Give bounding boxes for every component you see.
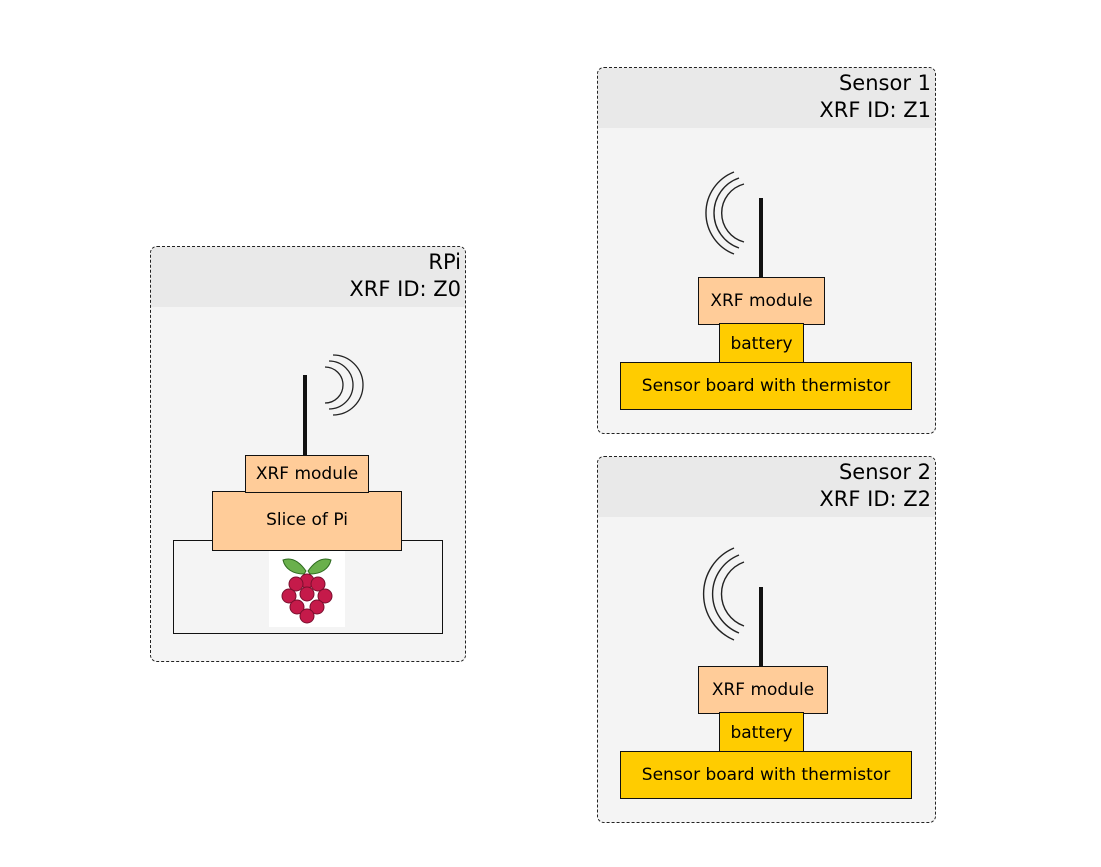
rpi-xrf-module: XRF module bbox=[245, 455, 369, 493]
rpi-group-header: RPi XRF ID: Z0 bbox=[151, 247, 465, 307]
rpi-title: RPi bbox=[428, 250, 461, 274]
sensor2-xrf-module: XRF module bbox=[698, 666, 828, 714]
sensor1-group: Sensor 1 XRF ID: Z1 XRF module battery S… bbox=[597, 67, 936, 434]
raspberry-pi-logo bbox=[269, 551, 345, 627]
rpi-antenna bbox=[303, 375, 307, 457]
sensor1-antenna bbox=[759, 198, 763, 279]
radio-waves-icon bbox=[702, 547, 745, 641]
rpi-group: RPi XRF ID: Z0 Slice of Pi XRF mod bbox=[150, 246, 466, 662]
sensor1-xrf-module: XRF module bbox=[698, 277, 825, 325]
sensor2-battery: battery bbox=[719, 712, 804, 753]
sensor1-battery: battery bbox=[719, 323, 804, 364]
sensor2-antenna bbox=[759, 587, 763, 668]
rpi-xrf-id: XRF ID: Z0 bbox=[349, 277, 461, 301]
sensor2-group: Sensor 2 XRF ID: Z2 XRF module battery S… bbox=[597, 456, 936, 823]
sensor2-title: Sensor 2 bbox=[838, 460, 931, 484]
slice-of-pi-board: Slice of Pi bbox=[212, 491, 402, 551]
sensor1-group-header: Sensor 1 XRF ID: Z1 bbox=[598, 68, 935, 128]
sensor2-sensor-board: Sensor board with thermistor bbox=[620, 751, 912, 799]
sensor1-xrf-id: XRF ID: Z1 bbox=[819, 98, 931, 122]
sensor2-xrf-id: XRF ID: Z2 bbox=[819, 487, 931, 511]
sensor1-sensor-board: Sensor board with thermistor bbox=[620, 362, 912, 410]
radio-waves-icon bbox=[705, 171, 745, 255]
sensor2-group-header: Sensor 2 XRF ID: Z2 bbox=[598, 457, 935, 517]
sensor1-title: Sensor 1 bbox=[838, 71, 931, 95]
radio-waves-icon bbox=[324, 354, 364, 416]
